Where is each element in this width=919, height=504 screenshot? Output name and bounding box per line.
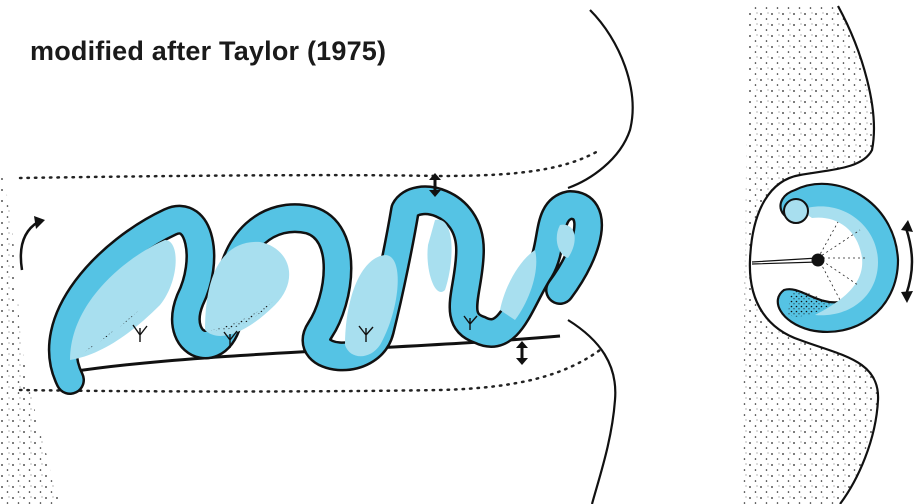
fold-interior-4 (427, 220, 451, 292)
ring-connector-lines (752, 258, 818, 264)
cross-section-stippled-tissue (742, 6, 878, 504)
rotation-arrow-icon (901, 220, 913, 303)
longitudinal-view (0, 10, 633, 504)
bottom-arrow-marker (516, 341, 528, 365)
fold-interior-2 (205, 242, 289, 336)
cross-section-view (742, 6, 913, 504)
ring-small-knob (784, 199, 808, 223)
ring-center-dot (812, 254, 825, 267)
curved-arrow-icon (21, 216, 45, 270)
upper-dotted-membrane (20, 150, 600, 178)
